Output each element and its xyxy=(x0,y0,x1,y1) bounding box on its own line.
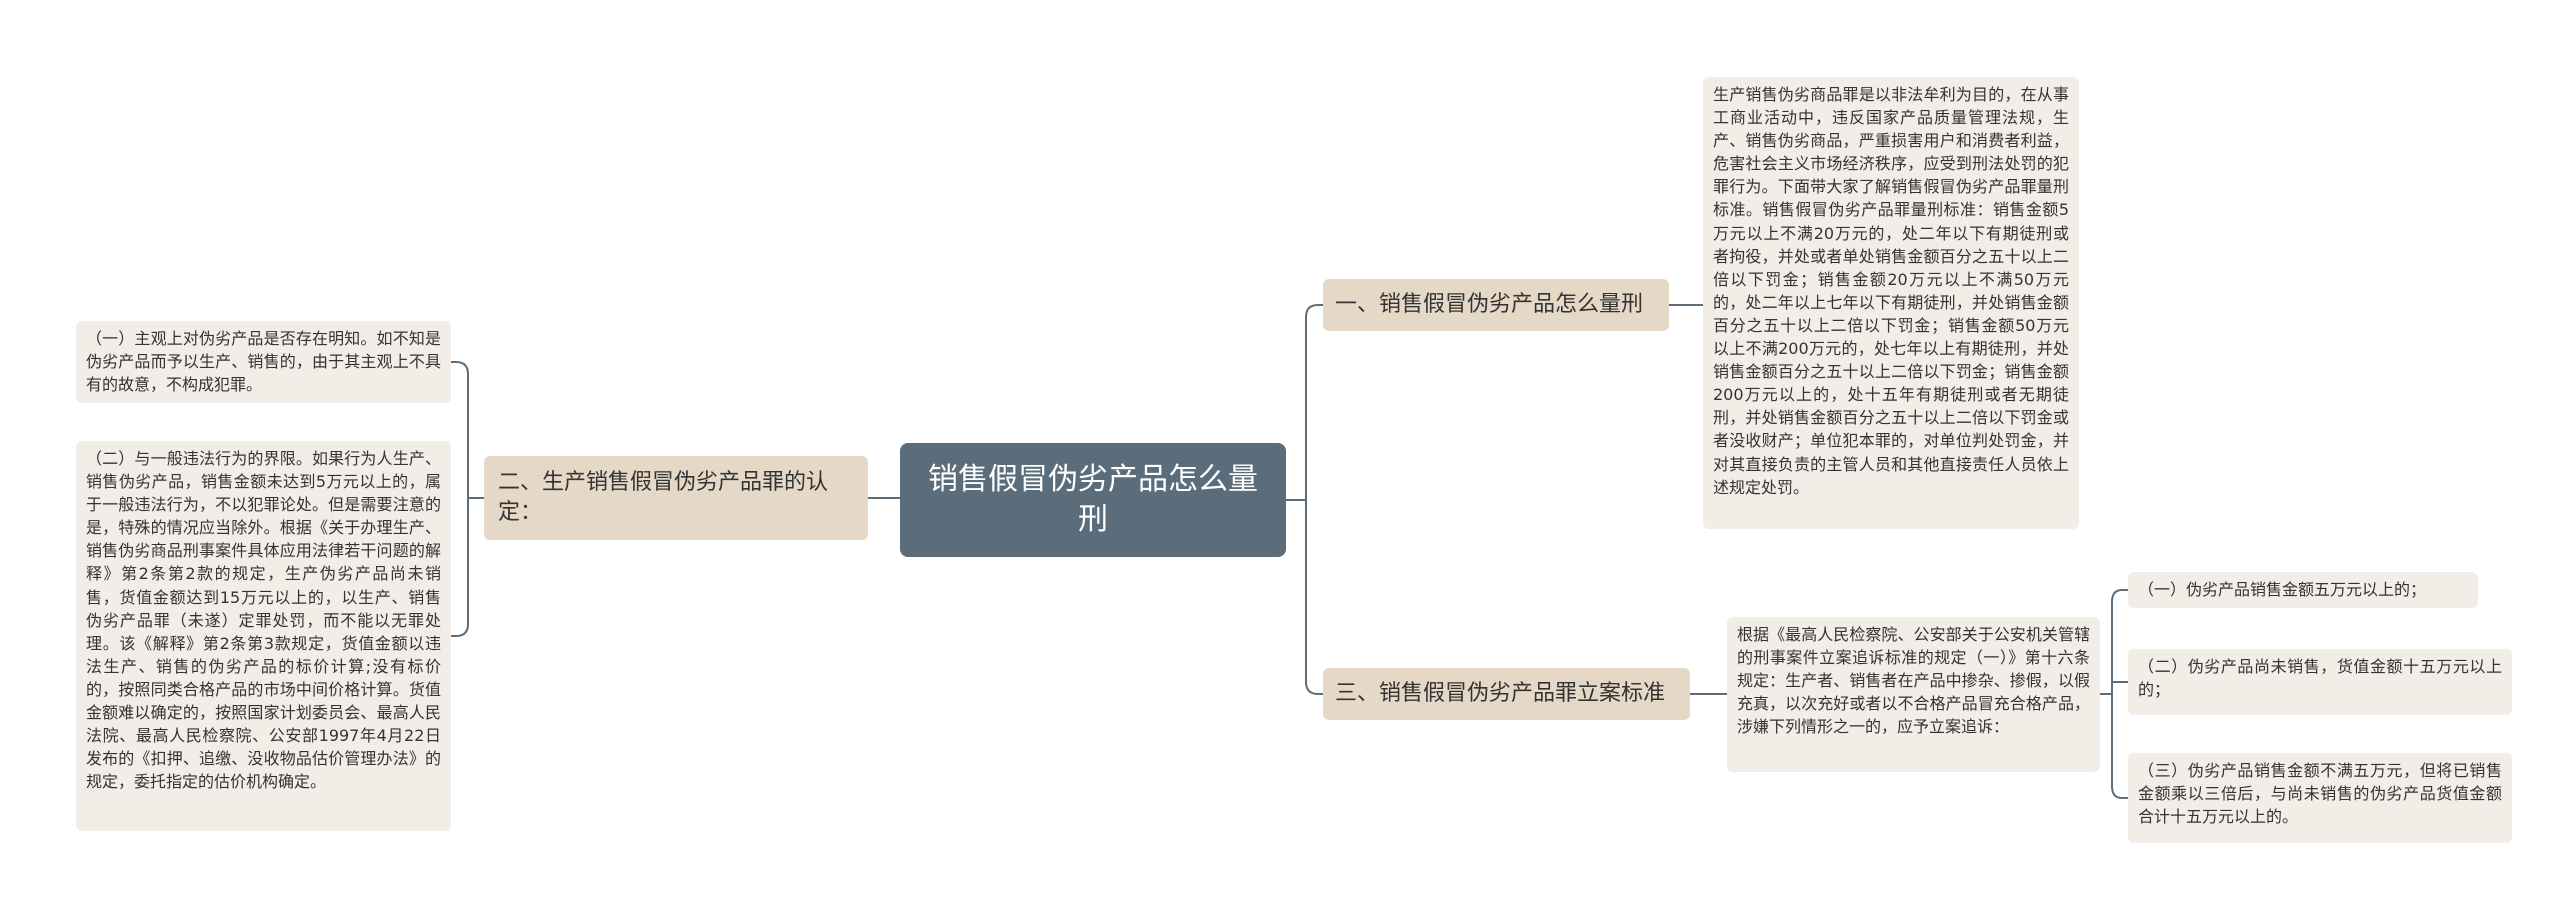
leaf-subjective-text: （一）主观上对伪劣产品是否存在明知。如不知是伪劣产品而予以生产、销售的，由于其主… xyxy=(86,329,441,395)
root-title: 销售假冒伪劣产品怎么量刑 xyxy=(928,462,1258,537)
branch-sentencing[interactable]: 一、销售假冒伪劣产品怎么量刑 xyxy=(1323,279,1669,331)
branch-determination[interactable]: 二、生产销售假冒伪劣产品罪的认定： xyxy=(484,456,868,540)
sub-leaf-condition-1-text: （一）伪劣产品销售金额五万元以上的； xyxy=(2138,580,2427,599)
sub-leaf-condition-3[interactable]: （三）伪劣产品销售金额不满五万元，但将已销售金额乘以三倍后，与尚未销售的伪劣产品… xyxy=(2128,753,2512,843)
leaf-general-violation[interactable]: （二）与一般违法行为的界限。如果行为人生产、销售伪劣产品，销售金额未达到5万元以… xyxy=(76,441,451,831)
root-topic[interactable]: 销售假冒伪劣产品怎么量刑 xyxy=(900,443,1286,557)
branch-sentencing-label: 一、销售假冒伪劣产品怎么量刑 xyxy=(1335,292,1644,317)
branch-filing-standard[interactable]: 三、销售假冒伪劣产品罪立案标准 xyxy=(1323,668,1690,720)
leaf-sentencing-detail[interactable]: 生产销售伪劣商品罪是以非法牟利为目的，在从事工商业活动中，违反国家产品质量管理法… xyxy=(1703,77,2079,529)
leaf-subjective-knowledge[interactable]: （一）主观上对伪劣产品是否存在明知。如不知是伪劣产品而予以生产、销售的，由于其主… xyxy=(76,321,451,403)
link-leaf-sub-items xyxy=(2100,589,2128,799)
link-branch-2-leaves xyxy=(451,361,484,637)
sub-leaf-condition-2-text: （二）伪劣产品尚未销售，货值金额十五万元以上的； xyxy=(2138,657,2502,700)
sub-leaf-condition-2[interactable]: （二）伪劣产品尚未销售，货值金额十五万元以上的； xyxy=(2128,649,2512,715)
leaf-general-violation-text: （二）与一般违法行为的界限。如果行为人生产、销售伪劣产品，销售金额未达到5万元以… xyxy=(86,449,441,792)
branch-filing-standard-label: 三、销售假冒伪劣产品罪立案标准 xyxy=(1335,681,1666,706)
link-root-branch-3 xyxy=(1305,500,1323,695)
sub-leaf-condition-3-text: （三）伪劣产品销售金额不满五万元，但将已销售金额乘以三倍后，与尚未销售的伪劣产品… xyxy=(2138,761,2502,827)
leaf-filing-regulation[interactable]: 根据《最高人民检察院、公安部关于公安机关管辖的刑事案件立案追诉标准的规定（一）》… xyxy=(1727,617,2100,772)
branch-determination-label: 二、生产销售假冒伪劣产品罪的认定： xyxy=(498,470,829,525)
link-root-branch-1 xyxy=(1286,304,1323,501)
leaf-sentencing-text: 生产销售伪劣商品罪是以非法牟利为目的，在从事工商业活动中，违反国家产品质量管理法… xyxy=(1713,85,2069,497)
sub-leaf-condition-1[interactable]: （一）伪劣产品销售金额五万元以上的； xyxy=(2128,572,2478,608)
leaf-filing-regulation-text: 根据《最高人民检察院、公安部关于公安机关管辖的刑事案件立案追诉标准的规定（一）》… xyxy=(1737,625,2090,737)
